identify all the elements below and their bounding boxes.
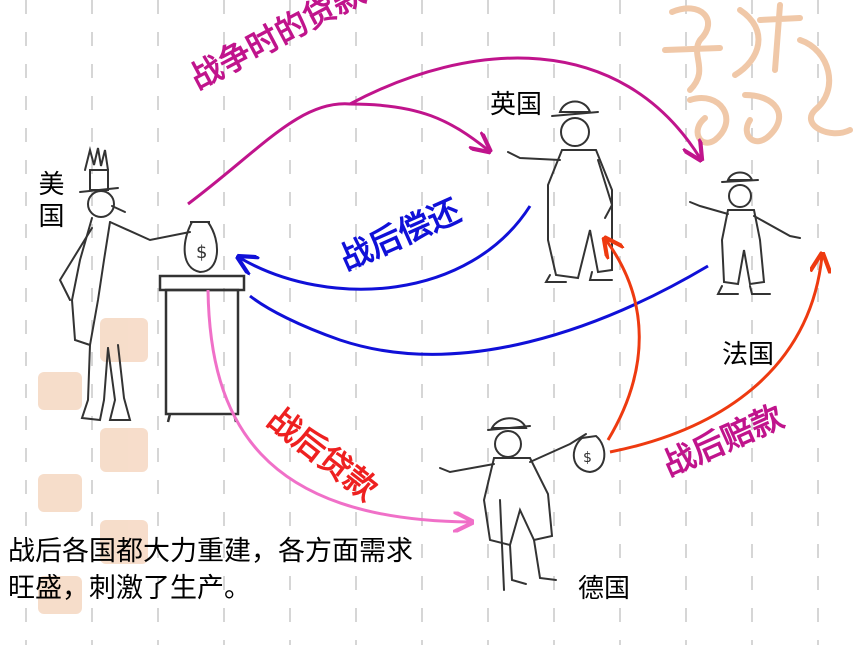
svg-text:$: $ (583, 450, 592, 466)
label-germany: 德国 (578, 574, 631, 604)
usa-figure (58, 146, 191, 422)
war-loans-arrow-to-uk (187, 102, 488, 206)
caption: 战后各国都大力重建，各方面需求 旺盛，刺激了生产。 (8, 533, 528, 607)
repayment-arrow-from-uk (240, 205, 532, 291)
postwar-loans-arrow (206, 289, 470, 522)
france-figure (689, 171, 801, 295)
watermark-seal (662, 2, 853, 146)
war-loans-arrow-to-france (349, 56, 700, 158)
money-bag-usa: $ (183, 221, 219, 274)
svg-text:$: $ (196, 242, 207, 263)
reparations-arrow-to-france (609, 256, 822, 454)
label-france: 法国 (722, 340, 775, 370)
label-uk: 英国 (490, 90, 543, 120)
caption-line-2: 旺盛，刺激了生产。 (8, 573, 251, 604)
repayment-arrow-from-france (249, 264, 709, 356)
caption-line-1: 战后各国都大力重建，各方面需求 (8, 536, 413, 567)
label-usa: 美国 (34, 170, 64, 234)
cabinet (158, 274, 246, 423)
uk-figure (507, 100, 614, 283)
watermark-stamps (38, 318, 148, 614)
money-bag-germany: $ (572, 434, 606, 474)
germany-figure (439, 417, 587, 591)
reparations-arrow-to-uk (606, 240, 641, 441)
